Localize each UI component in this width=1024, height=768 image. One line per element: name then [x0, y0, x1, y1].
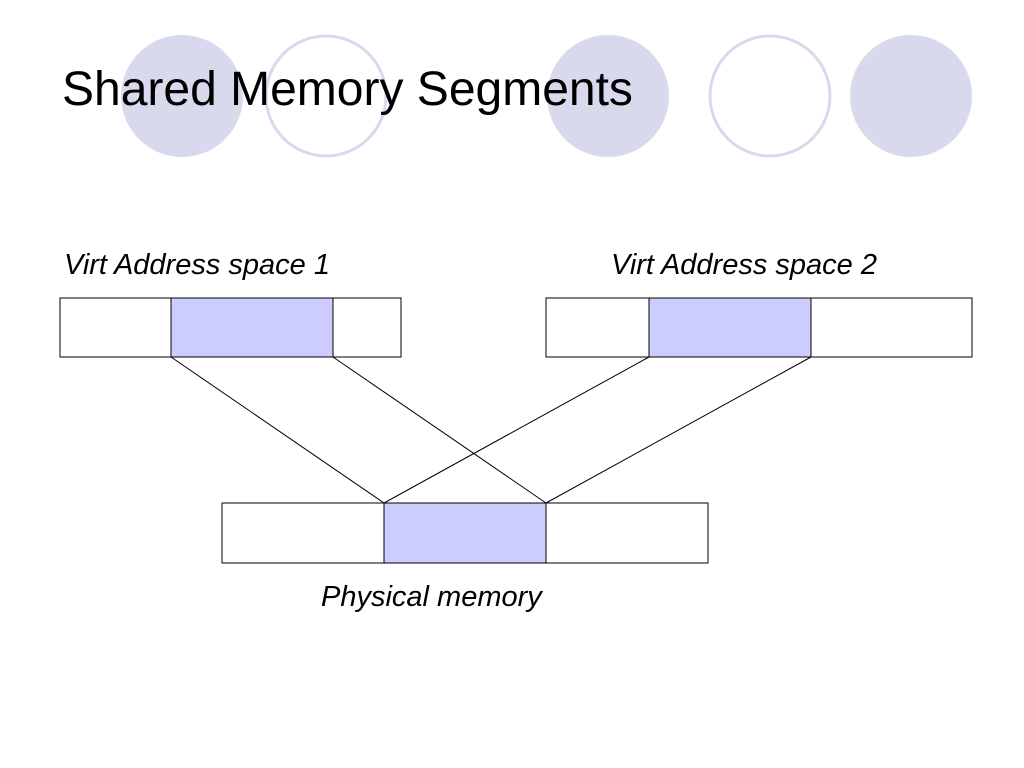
mapping-line-vas2-left [383, 356, 650, 504]
virt-space-1-segment-left [59, 297, 172, 358]
virt-space-2-shared-segment [648, 297, 812, 358]
mapping-line-vas1-right [332, 356, 547, 504]
mapping-line-vas1-left [170, 356, 385, 504]
mapping-line-vas2-right [545, 356, 812, 504]
decor-circle-filled [121, 35, 243, 157]
virt-address-space-2 [545, 297, 973, 358]
virt-address-space-1-label: Virt Address space 1 [64, 249, 330, 281]
virt-space-2-segment-right [810, 297, 973, 358]
physical-memory-label: Physical memory [321, 581, 542, 613]
virt-address-space-1 [59, 297, 402, 358]
decorative-circles [121, 34, 972, 158]
virt-space-1-segment-right [332, 297, 402, 358]
virt-address-space-2-label: Virt Address space 2 [611, 249, 877, 281]
mapping-lines [170, 356, 812, 504]
slide-title: Shared Memory Segments [62, 63, 633, 116]
virt-space-1-shared-segment [170, 297, 334, 358]
decor-circle-outline [708, 34, 832, 158]
virt-space-2-segment-left [545, 297, 650, 358]
physical-shared-segment [383, 502, 547, 564]
decor-circle-filled [850, 35, 972, 157]
decor-circle-filled [547, 35, 669, 157]
physical-memory [221, 502, 709, 564]
physical-segment-right [545, 502, 709, 564]
decor-circle-outline [264, 34, 388, 158]
physical-segment-left [221, 502, 385, 564]
